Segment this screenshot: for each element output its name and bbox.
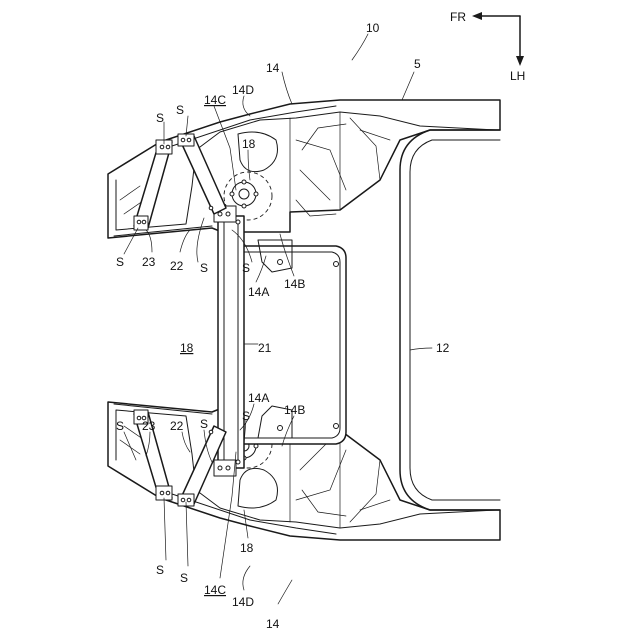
- label-14D-top: 14D: [232, 83, 254, 97]
- direction-left-label: LH: [510, 69, 525, 83]
- brace-23-top: [134, 140, 172, 230]
- arrow-left-icon: [472, 12, 482, 20]
- label-22-bottom: 22: [170, 419, 184, 433]
- label-18-center: 18: [180, 341, 194, 355]
- label-14B-bottom: 14B: [284, 403, 305, 417]
- label-5: 5: [414, 57, 421, 71]
- arrow-down-icon: [516, 56, 524, 66]
- label-S-6: S: [242, 409, 250, 423]
- label-14A-top: 14A: [248, 285, 269, 299]
- label-18-bottom: 18: [240, 541, 254, 555]
- label-14B-top: 14B: [284, 277, 305, 291]
- label-10: 10: [366, 21, 380, 35]
- label-23-top: 23: [142, 255, 156, 269]
- label-14D-bottom: 14D: [232, 595, 254, 609]
- label-14-top: 14: [266, 61, 280, 75]
- label-23-bottom: 23: [142, 419, 156, 433]
- label-S-10: S: [180, 571, 188, 585]
- label-S-7: S: [116, 419, 124, 433]
- label-22-top: 22: [170, 259, 184, 273]
- label-18-top: 18: [242, 137, 256, 151]
- label-14A-bottom: 14A: [248, 391, 269, 405]
- rear-cross-member: [340, 130, 500, 510]
- label-S-8: S: [200, 417, 208, 431]
- label-21: 21: [258, 341, 272, 355]
- label-14C-top: 14C: [204, 93, 226, 107]
- label-S-5: S: [242, 261, 250, 275]
- label-S-3: S: [116, 255, 124, 269]
- label-S-2: S: [156, 111, 164, 125]
- label-14-bottom: 14: [266, 617, 280, 631]
- label-14C-bottom: 14C: [204, 583, 226, 597]
- direction-indicator: FR LH: [450, 10, 525, 83]
- direction-front-label: FR: [450, 10, 466, 24]
- label-S-4: S: [200, 261, 208, 275]
- label-12: 12: [436, 341, 450, 355]
- label-S-9: S: [156, 563, 164, 577]
- label-S-1: S: [176, 103, 184, 117]
- pocket-bottom: [238, 468, 278, 508]
